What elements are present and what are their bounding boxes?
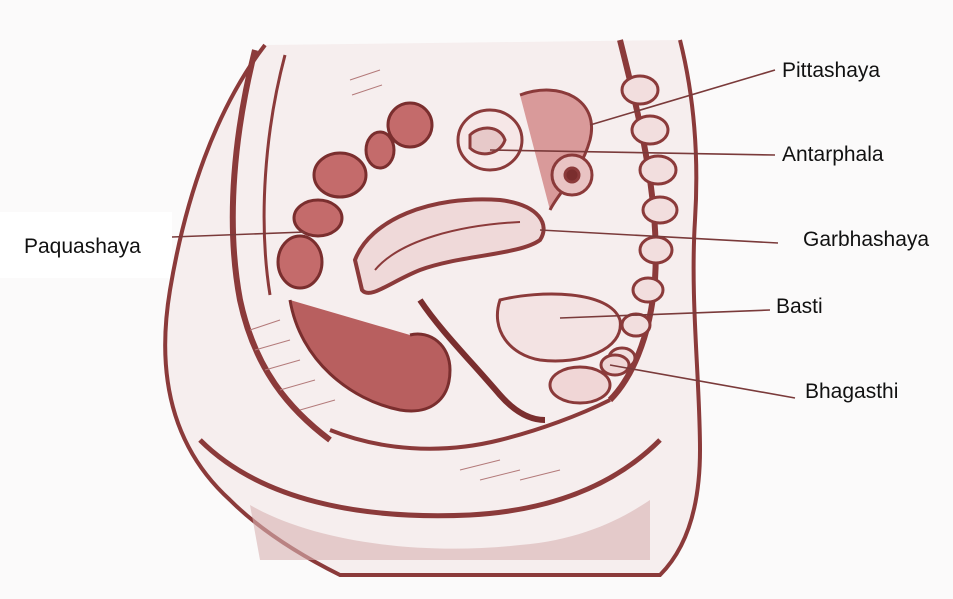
label-paquashaya: Paquashaya (24, 236, 141, 257)
ovary (458, 110, 522, 170)
label-bhagasthi: Bhagasthi (805, 381, 898, 402)
label-garbhashaya: Garbhashaya (803, 229, 929, 250)
bladder (497, 294, 620, 361)
label-antarphala: Antarphala (782, 144, 884, 165)
label-basti: Basti (776, 296, 823, 317)
label-pittashaya: Pittashaya (782, 60, 880, 81)
